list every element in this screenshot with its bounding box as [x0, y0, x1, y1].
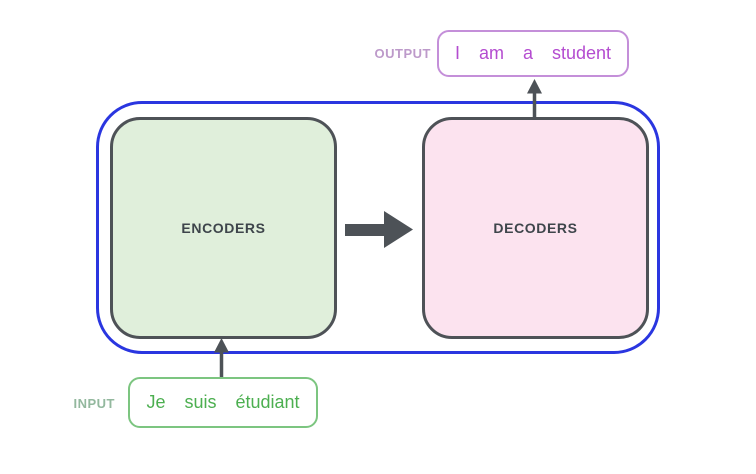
output-label: OUTPUT [374, 46, 431, 61]
encoders-block: ENCODERS [110, 117, 337, 339]
decoders-block: DECODERS [422, 117, 649, 339]
input-sentence-box: Je suis étudiant [128, 377, 318, 428]
model-container-outline [96, 101, 660, 354]
output-sentence-box: I am a student [437, 30, 629, 77]
decoders-label: DECODERS [493, 220, 578, 236]
input-sentence: Je suis étudiant [146, 392, 300, 412]
encoders-label: ENCODERS [181, 220, 266, 236]
input-label: INPUT [73, 396, 115, 411]
output-sentence: I am a student [454, 43, 612, 63]
